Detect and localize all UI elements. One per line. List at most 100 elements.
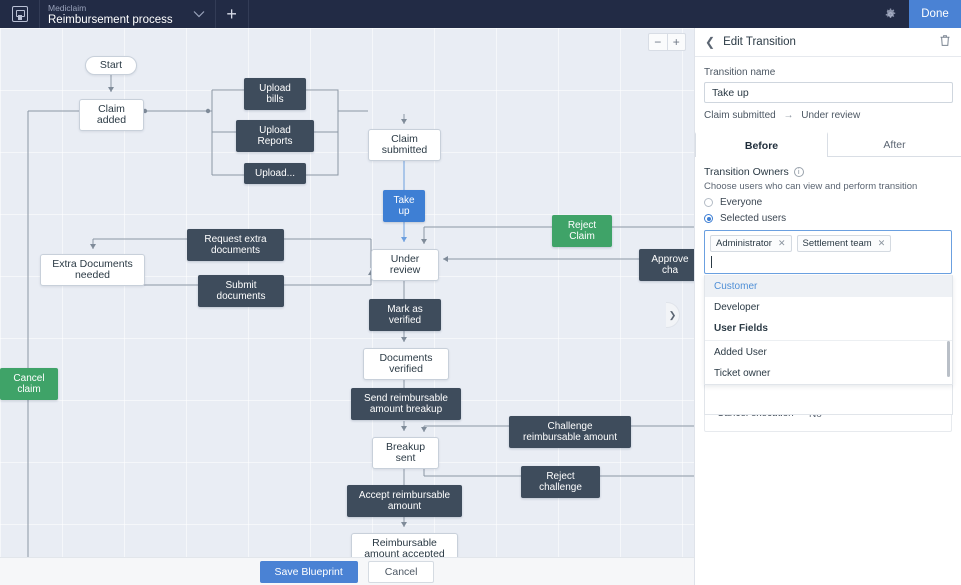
dropdown-item-ticket-owner[interactable]: Ticket owner xyxy=(714,368,771,379)
panel-title: Edit Transition xyxy=(723,36,796,48)
owners-multiselect[interactable]: Administrator ✕ Settlement team ✕ ......… xyxy=(704,230,953,415)
node-extra-docs-needed[interactable]: Extra Documents needed xyxy=(40,254,145,286)
node-label: Under review xyxy=(389,253,421,276)
dropdown-item-developer[interactable]: Developer xyxy=(714,302,760,313)
transition-owners-title: Transition Owners i xyxy=(704,166,952,178)
node-label: Reject challenge xyxy=(539,471,582,493)
node-label: Claim added xyxy=(96,103,127,126)
plus-icon[interactable]: + xyxy=(214,0,249,28)
node-label: Breakup sent xyxy=(385,441,426,464)
footer-bar: Save Blueprint Cancel xyxy=(0,557,694,585)
node-under-review[interactable]: Under review xyxy=(371,249,439,281)
owner-tag[interactable]: Administrator ✕ xyxy=(710,235,792,252)
node-label: Mark as verified xyxy=(387,304,423,326)
node-request-extra-docs[interactable]: Request extra documents xyxy=(187,229,284,261)
radio-selected-users[interactable]: Selected users xyxy=(704,213,952,224)
node-take-up[interactable]: Take up xyxy=(383,190,425,222)
node-reject-claim[interactable]: Reject Claim xyxy=(552,215,612,247)
edit-transition-panel: ❮ Edit Transition Transition name Claim … xyxy=(694,28,961,585)
node-label: Request extra documents xyxy=(204,234,267,256)
node-documents-verified[interactable]: Documents verified xyxy=(363,348,449,380)
node-upload-bills[interactable]: Upload bills xyxy=(244,78,306,110)
node-label: Upload bills xyxy=(259,83,291,105)
arrow-icon: → xyxy=(783,110,794,121)
transition-owners-section: Transition Owners i Choose users who can… xyxy=(695,157,961,415)
multiselect-tail xyxy=(704,385,953,415)
radio-selected-users-indicator xyxy=(704,214,713,223)
zoom-out-button[interactable]: − xyxy=(649,34,668,50)
radio-everyone-indicator xyxy=(704,198,713,207)
blueprint-logo-icon xyxy=(11,6,28,22)
from-state-label: Claim submitted xyxy=(704,110,776,121)
chevron-down-icon[interactable] xyxy=(183,0,215,28)
node-label: Submit documents xyxy=(216,280,266,302)
node-label: Upload Reports xyxy=(257,125,293,147)
dropdown-item-user-fields[interactable]: User Fields xyxy=(714,323,768,334)
node-label: Approve cha xyxy=(651,254,689,276)
node-label: Reject Claim xyxy=(567,220,597,242)
chevron-right-icon: ❯ xyxy=(668,309,677,320)
owners-dropdown[interactable]: Customer Developer User Fields Added Use… xyxy=(704,275,953,385)
node-approve-challenge[interactable]: Approve cha xyxy=(639,249,694,281)
transition-name-label: Transition name xyxy=(704,67,776,78)
node-challenge-amount[interactable]: Challenge reimbursable amount xyxy=(509,416,631,448)
trash-icon[interactable] xyxy=(939,34,951,50)
node-label: Start xyxy=(99,59,123,71)
panel-body: Transition name Claim submitted → Under … xyxy=(695,57,961,121)
owner-tag[interactable]: Settlement team ✕ xyxy=(796,235,892,252)
node-label: Take up xyxy=(393,195,415,217)
owner-tag-label: Administrator xyxy=(716,238,772,249)
cancel-button[interactable]: Cancel xyxy=(367,560,435,583)
node-reject-challenge[interactable]: Reject challenge xyxy=(521,466,600,498)
tab-before[interactable]: Before xyxy=(695,132,828,157)
text-caret xyxy=(711,256,712,268)
save-blueprint-button[interactable]: Save Blueprint xyxy=(259,560,358,583)
node-label: Claim submitted xyxy=(381,133,428,156)
breadcrumb: Mediclaim Reimbursement process xyxy=(40,0,183,28)
owner-tags: Administrator ✕ Settlement team ✕ xyxy=(710,235,946,252)
node-submit-documents[interactable]: Submit documents xyxy=(198,275,284,307)
app-logo[interactable] xyxy=(0,0,40,28)
node-upload-reports[interactable]: Upload Reports xyxy=(236,120,314,152)
owner-tag-label: Settlement team xyxy=(802,238,872,249)
dropdown-item-added-user[interactable]: Added User xyxy=(714,347,767,358)
node-start[interactable]: Start xyxy=(85,56,137,75)
dropdown-divider xyxy=(705,340,952,341)
node-cancel-claim[interactable]: Cancel claim xyxy=(0,368,58,400)
transition-owners-subtitle: Choose users who can view and perform tr… xyxy=(704,181,918,192)
ghost-item: ...... xyxy=(712,268,734,279)
node-label: Accept reimbursable amount xyxy=(358,490,451,512)
node-label: Cancel claim xyxy=(13,373,45,395)
dropdown-item-customer[interactable]: Customer xyxy=(705,276,952,297)
top-bar: Mediclaim Reimbursement process + Done xyxy=(0,0,961,28)
owners-search-input[interactable]: ...... xyxy=(710,255,946,279)
transition-name-input[interactable] xyxy=(704,82,953,103)
chevron-left-icon[interactable]: ❮ xyxy=(705,35,716,49)
node-label: Challenge reimbursable amount xyxy=(523,421,617,443)
node-mark-as-verified[interactable]: Mark as verified xyxy=(369,299,441,331)
node-label: Documents verified xyxy=(379,352,433,375)
node-upload-more[interactable]: Upload... xyxy=(244,163,306,184)
transition-flow: Claim submitted → Under review xyxy=(704,110,952,121)
close-icon[interactable]: ✕ xyxy=(877,238,886,248)
node-claim-submitted[interactable]: Claim submitted xyxy=(368,129,441,161)
radio-everyone-label: Everyone xyxy=(720,197,763,208)
node-breakup-sent[interactable]: Breakup sent xyxy=(372,437,439,469)
node-accept-amount[interactable]: Accept reimbursable amount xyxy=(347,485,462,517)
gear-icon[interactable] xyxy=(871,0,909,28)
breadcrumb-parent: Mediclaim xyxy=(48,2,87,13)
radio-everyone[interactable]: Everyone xyxy=(704,197,952,208)
node-send-breakup[interactable]: Send reimbursable amount breakup xyxy=(351,388,461,420)
tab-after[interactable]: After xyxy=(883,139,906,151)
done-button[interactable]: Done xyxy=(909,0,961,28)
info-icon[interactable]: i xyxy=(793,167,804,177)
node-claim-added[interactable]: Claim added xyxy=(79,99,144,131)
to-state-label: Under review xyxy=(801,110,861,121)
dropdown-scrollbar[interactable] xyxy=(947,341,950,377)
zoom-in-button[interactable]: + xyxy=(672,35,680,49)
node-label: Upload... xyxy=(254,168,296,179)
node-accepted-by-holder[interactable]: Reimbursable amount accepted by policy h… xyxy=(351,533,458,557)
zoom-controls[interactable]: − + xyxy=(648,33,686,51)
close-icon[interactable]: ✕ xyxy=(777,238,786,248)
